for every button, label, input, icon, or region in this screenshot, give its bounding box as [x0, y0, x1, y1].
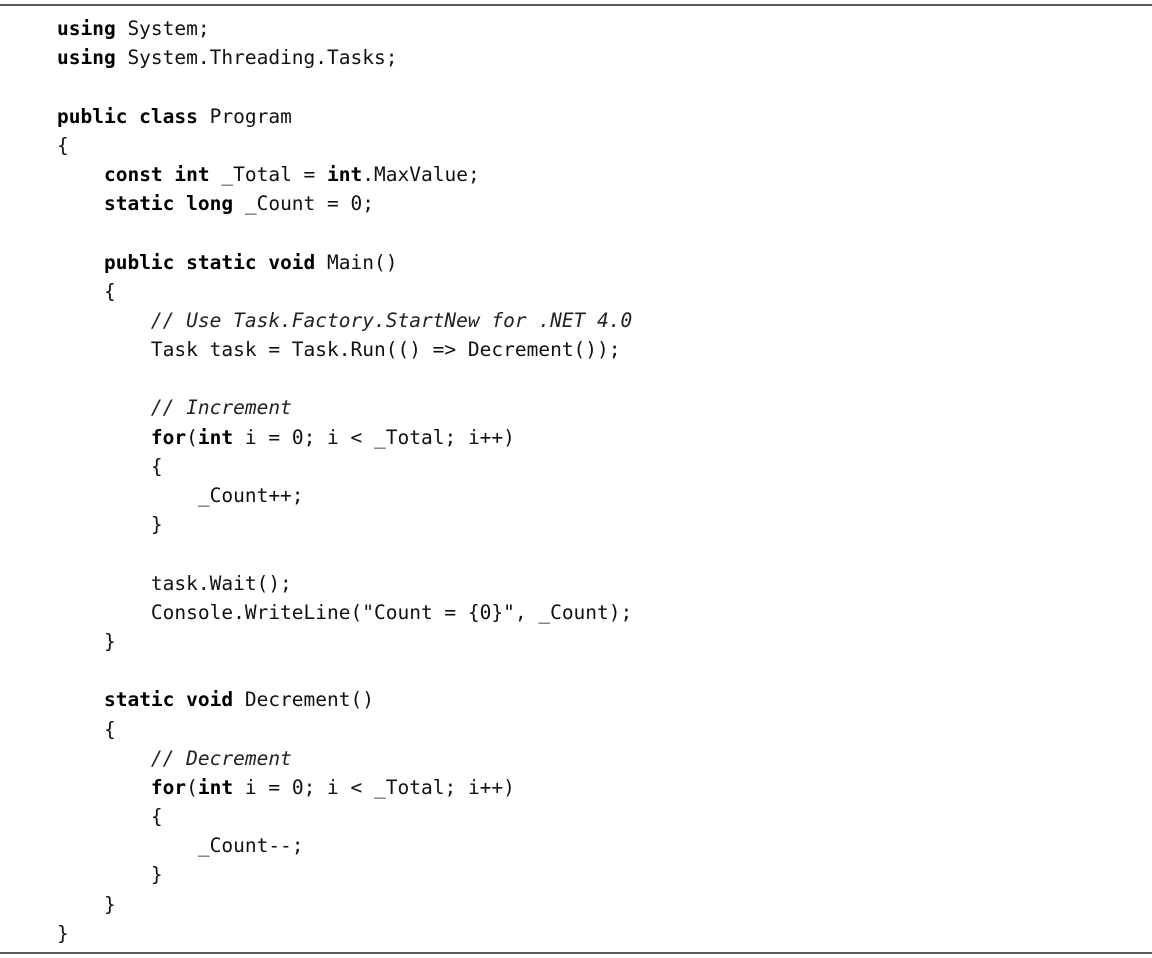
code-text: Program — [197, 104, 292, 128]
code-line: for(int i = 0; i < _Total; i++) — [57, 423, 632, 452]
code-text — [57, 776, 151, 799]
code-line — [57, 218, 632, 247]
code-text: } — [57, 513, 163, 537]
code-line: static void Decrement() — [57, 685, 632, 714]
code-line: { — [57, 715, 632, 744]
code-text: Main() — [315, 250, 398, 274]
code-line: } — [57, 919, 632, 948]
code-text: { — [57, 454, 163, 478]
top-rule — [0, 4, 1152, 6]
code-line: const int _Total = int.MaxValue; — [57, 160, 632, 189]
code-text — [57, 251, 104, 274]
code-text: ( — [186, 425, 198, 449]
code-keyword: static long — [103, 192, 234, 216]
code-keyword: int — [197, 775, 234, 799]
code-text: Task task = Task.Run(() => Decrement()); — [57, 338, 621, 362]
code-line: // Increment — [57, 393, 632, 422]
code-text: System; — [115, 17, 210, 40]
code-keyword: public class — [57, 104, 198, 128]
code-keyword: for — [150, 775, 187, 799]
code-line: using System; — [57, 14, 632, 43]
code-text — [57, 747, 151, 770]
code-text: task.Wait(); — [57, 571, 292, 595]
code-line: { — [57, 131, 632, 160]
code-keyword: int — [327, 162, 363, 186]
code-text: .MaxValue; — [362, 162, 480, 186]
code-text: _Count++; — [57, 484, 304, 507]
code-line: { — [57, 452, 632, 481]
code-text: Console.WriteLine("Count = {0}", _Count)… — [57, 600, 633, 624]
code-text — [57, 163, 104, 186]
code-text — [57, 426, 151, 449]
code-text: _Count = 0; — [233, 192, 374, 216]
code-line: } — [57, 510, 632, 539]
code-text: _Total = — [209, 162, 328, 186]
code-text — [57, 309, 151, 332]
bottom-rule — [0, 952, 1152, 954]
code-text: _Count--; — [57, 834, 304, 858]
code-keyword: static void — [103, 688, 234, 712]
code-line — [57, 72, 632, 101]
code-keyword: const int — [103, 162, 210, 186]
code-line: _Count--; — [57, 831, 632, 860]
code-text: { — [57, 279, 116, 303]
code-line: Task task = Task.Run(() => Decrement()); — [57, 335, 632, 364]
code-keyword: int — [197, 425, 234, 449]
code-line: } — [57, 890, 632, 919]
code-line: // Decrement — [57, 744, 632, 773]
code-keyword: public static void — [103, 250, 316, 274]
code-line: } — [57, 627, 632, 656]
code-text: i = 0; i < _Total; i++) — [233, 425, 515, 449]
code-line: public class Program — [57, 102, 632, 131]
code-text: } — [57, 921, 69, 945]
code-line: task.Wait(); — [57, 569, 632, 598]
code-comment: // Increment — [150, 396, 292, 420]
code-text: { — [57, 133, 69, 157]
code-keyword: using — [57, 46, 116, 70]
code-text: Decrement() — [233, 688, 374, 712]
code-line — [57, 656, 632, 685]
code-keyword: using — [57, 17, 116, 40]
code-text: { — [57, 717, 116, 741]
code-comment: // Decrement — [150, 746, 292, 770]
code-text: System.Threading.Tasks; — [115, 46, 398, 70]
code-keyword: for — [150, 425, 187, 449]
code-line — [57, 539, 632, 568]
code-text: } — [57, 892, 116, 916]
code-listing: using System;using System.Threading.Task… — [57, 14, 632, 948]
code-text — [57, 396, 151, 419]
code-text: { — [57, 805, 163, 829]
code-text: i = 0; i < _Total; i++) — [233, 775, 515, 799]
code-line: Console.WriteLine("Count = {0}", _Count)… — [57, 598, 632, 627]
code-text: } — [57, 863, 163, 887]
code-line — [57, 364, 632, 393]
code-text — [57, 688, 104, 711]
code-line: for(int i = 0; i < _Total; i++) — [57, 773, 632, 802]
code-line: { — [57, 802, 632, 831]
code-comment: // Use Task.Factory.StartNew for .NET 4.… — [150, 308, 633, 332]
code-line: public static void Main() — [57, 248, 632, 277]
code-line: static long _Count = 0; — [57, 189, 632, 218]
code-line: { — [57, 277, 632, 306]
code-text: } — [57, 629, 116, 653]
code-line: // Use Task.Factory.StartNew for .NET 4.… — [57, 306, 632, 335]
code-text — [57, 192, 104, 215]
code-text: ( — [186, 775, 198, 799]
code-line: using System.Threading.Tasks; — [57, 43, 632, 72]
code-line: _Count++; — [57, 481, 632, 510]
code-line: } — [57, 860, 632, 889]
